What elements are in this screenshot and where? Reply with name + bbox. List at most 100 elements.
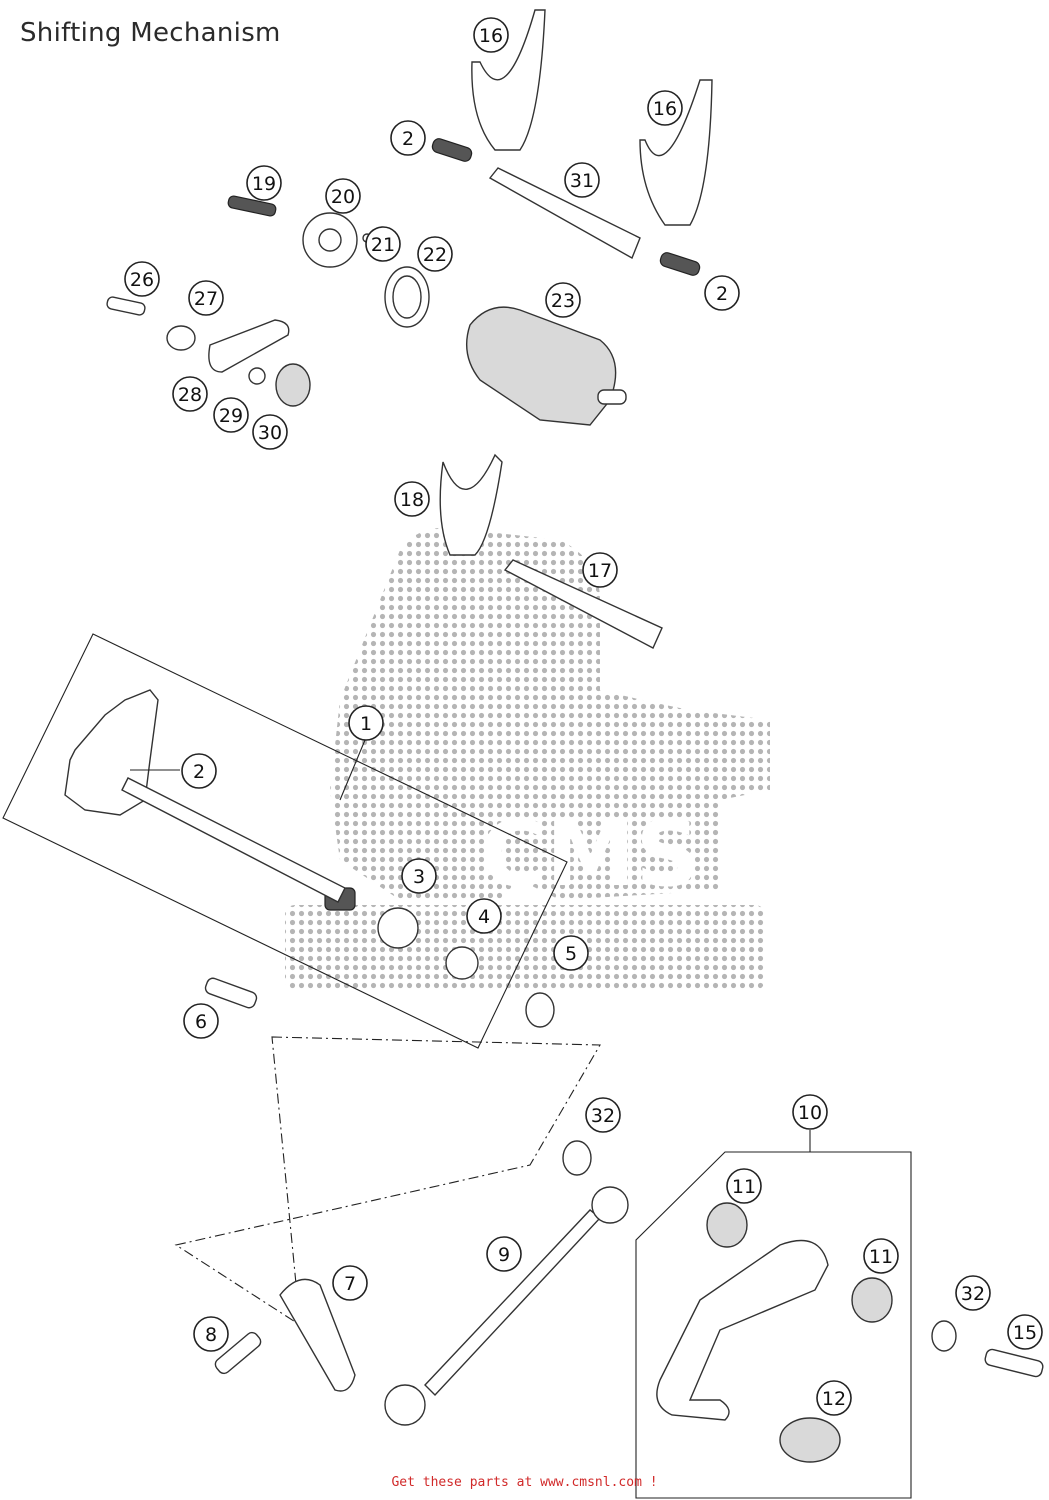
callout-22: 22 bbox=[417, 236, 453, 272]
callout-19: 19 bbox=[246, 165, 282, 201]
callout-32: 32 bbox=[585, 1097, 621, 1133]
callout-label: 1 bbox=[360, 713, 372, 735]
callout-31: 31 bbox=[564, 162, 600, 198]
callout-label: 32 bbox=[961, 1283, 985, 1305]
callout-label: 29 bbox=[219, 405, 243, 427]
callout-circle bbox=[124, 261, 160, 297]
callout-16: 16 bbox=[647, 90, 683, 126]
callout-circle bbox=[792, 1094, 828, 1130]
part-lever-7 bbox=[279, 1278, 356, 1392]
callout-10: 10 bbox=[792, 1094, 828, 1130]
callout-16: 16 bbox=[473, 17, 509, 53]
callout-label: 26 bbox=[130, 269, 154, 291]
callout-12: 12 bbox=[816, 1380, 852, 1416]
callout-15: 15 bbox=[1007, 1314, 1043, 1350]
callout-circle bbox=[647, 90, 683, 126]
callout-26: 26 bbox=[124, 261, 160, 297]
callout-label: 11 bbox=[732, 1176, 756, 1198]
callout-label: 7 bbox=[344, 1273, 356, 1295]
callout-20: 20 bbox=[325, 178, 361, 214]
callout-17: 17 bbox=[582, 552, 618, 588]
callout-11: 11 bbox=[863, 1238, 899, 1274]
callout-circle bbox=[193, 1316, 229, 1352]
callout-circle bbox=[252, 414, 288, 450]
callout-2: 2 bbox=[704, 275, 740, 311]
callout-circle bbox=[325, 178, 361, 214]
callout-label: 2 bbox=[402, 128, 414, 150]
callout-label: 27 bbox=[194, 288, 218, 310]
callout-label: 16 bbox=[653, 98, 677, 120]
callout-circle bbox=[726, 1168, 762, 1204]
part-fork-18-shaft-17 bbox=[439, 453, 663, 649]
callout-label: 23 bbox=[551, 290, 575, 312]
callout-2: 2 bbox=[390, 120, 426, 156]
callout-circle bbox=[417, 236, 453, 272]
callout-circle bbox=[863, 1238, 899, 1274]
footer-link-text[interactable]: Get these parts at www.cmsnl.com ! bbox=[391, 1475, 658, 1490]
callout-2: 2 bbox=[181, 753, 217, 789]
callout-label: 11 bbox=[869, 1246, 893, 1268]
part-shift-lever-10 bbox=[656, 1202, 893, 1463]
callout-circle bbox=[246, 165, 282, 201]
callout-11: 11 bbox=[726, 1168, 762, 1204]
callout-circle bbox=[486, 1236, 522, 1272]
callout-circle bbox=[466, 898, 502, 934]
callout-circle bbox=[545, 282, 581, 318]
callout-label: 9 bbox=[498, 1244, 510, 1266]
callout-1: 1 bbox=[348, 705, 384, 741]
callout-circle bbox=[365, 226, 401, 262]
callout-circle bbox=[473, 17, 509, 53]
callout-label: 5 bbox=[565, 943, 577, 965]
callout-3: 3 bbox=[401, 858, 437, 894]
assembly-frame-dashed bbox=[174, 1036, 601, 1327]
part-shift-forks-upper bbox=[471, 9, 713, 226]
callout-label: 28 bbox=[178, 384, 202, 406]
callout-label: 15 bbox=[1013, 1322, 1037, 1344]
callout-circle bbox=[582, 552, 618, 588]
callout-circle bbox=[181, 753, 217, 789]
callout-4: 4 bbox=[466, 898, 502, 934]
callout-7: 7 bbox=[332, 1265, 368, 1301]
callout-label: 4 bbox=[478, 906, 490, 928]
callout-8: 8 bbox=[193, 1316, 229, 1352]
watermark-logo: CMS bbox=[285, 527, 770, 990]
callout-label: 30 bbox=[258, 422, 282, 444]
callout-label: 17 bbox=[588, 560, 612, 582]
callout-label: 8 bbox=[205, 1324, 217, 1346]
part-link-rod-9 bbox=[384, 1186, 629, 1426]
callout-28: 28 bbox=[172, 376, 208, 412]
callout-circle bbox=[564, 162, 600, 198]
callout-32: 32 bbox=[955, 1275, 991, 1311]
callout-circle bbox=[183, 1003, 219, 1039]
callout-5: 5 bbox=[553, 935, 589, 971]
callout-circle bbox=[585, 1097, 621, 1133]
callout-circle bbox=[704, 275, 740, 311]
watermark-text: CMS bbox=[480, 802, 700, 907]
callout-circle bbox=[348, 705, 384, 741]
callout-circle bbox=[955, 1275, 991, 1311]
callout-label: 12 bbox=[822, 1388, 846, 1410]
callout-label: 22 bbox=[423, 244, 447, 266]
callout-29: 29 bbox=[213, 397, 249, 433]
callout-18: 18 bbox=[394, 481, 430, 517]
part-shift-shaft-1 bbox=[64, 689, 479, 980]
subassembly-box-10 bbox=[635, 1151, 912, 1499]
callout-30: 30 bbox=[252, 414, 288, 450]
leader-lines bbox=[130, 739, 811, 1152]
callout-label: 21 bbox=[371, 234, 395, 256]
callout-circle bbox=[332, 1265, 368, 1301]
callout-label: 2 bbox=[716, 283, 728, 305]
callout-circle bbox=[213, 397, 249, 433]
callout-label: 10 bbox=[798, 1102, 822, 1124]
callout-label: 20 bbox=[331, 186, 355, 208]
callout-label: 6 bbox=[195, 1011, 207, 1033]
callout-label: 3 bbox=[413, 866, 425, 888]
callout-circle bbox=[172, 376, 208, 412]
callout-21: 21 bbox=[365, 226, 401, 262]
callout-circle bbox=[401, 858, 437, 894]
callout-label: 16 bbox=[479, 25, 503, 47]
callout-9: 9 bbox=[486, 1236, 522, 1272]
callout-circle bbox=[553, 935, 589, 971]
